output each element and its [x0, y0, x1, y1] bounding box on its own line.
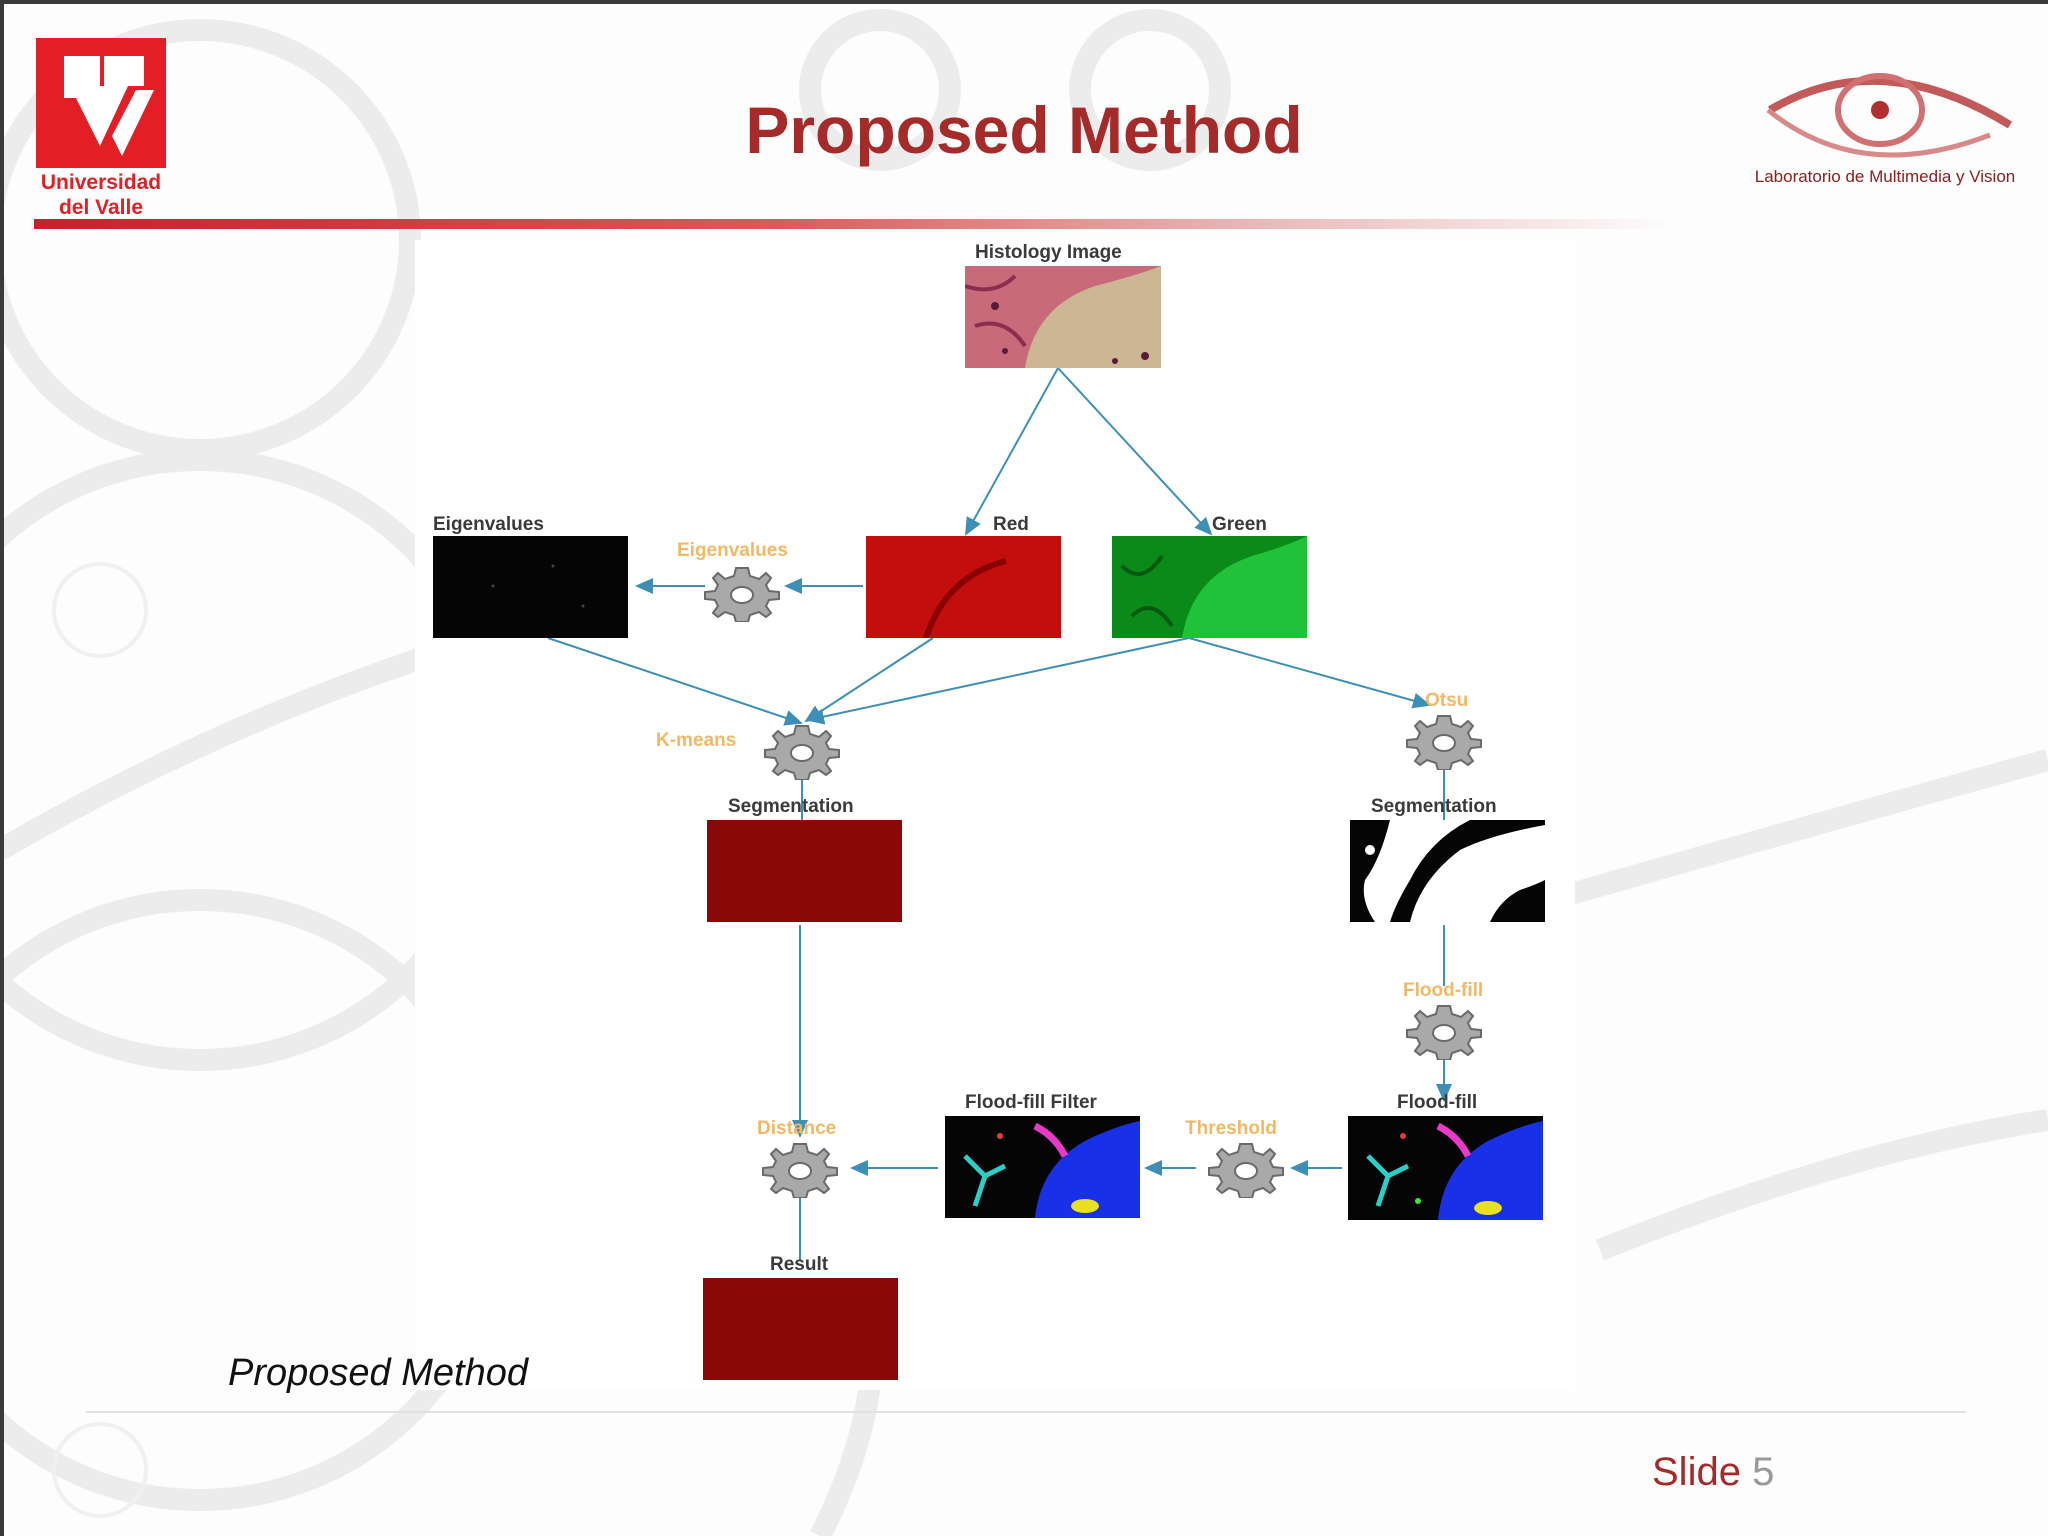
result-image: [703, 1278, 898, 1380]
eye-icon: [1766, 73, 2013, 158]
floodfill-image: [1348, 1116, 1543, 1220]
universidad-del-valle-logo: Universidad del Valle: [36, 38, 166, 221]
frame-left-border: [0, 0, 4, 1536]
label-histology-image: Histology Image: [975, 242, 1122, 263]
op-label-threshold: Threshold: [1185, 1118, 1277, 1139]
university-name-line2: del Valle: [58, 196, 144, 219]
op-label-floodfill: Flood-fill: [1403, 980, 1484, 1001]
slide-number: Slide 5: [1652, 1450, 1774, 1495]
frame-top-border: [0, 0, 2048, 4]
label-floodfill-filter: Flood-fill Filter: [965, 1092, 1097, 1113]
label-segmentation-left: Segmentation: [728, 796, 854, 817]
label-eigenvalues-image: Eigenvalues: [433, 514, 544, 535]
slide-title: Proposed Method: [745, 93, 1303, 167]
histology-image: [965, 266, 1161, 368]
title-divider: [34, 219, 1674, 229]
gear-icon: [1406, 715, 1482, 770]
op-label-distance: Distance: [757, 1118, 837, 1139]
emblem-icon: [64, 56, 154, 156]
label-segmentation-right: Segmentation: [1371, 796, 1497, 817]
kmeans-segmentation-image: [707, 820, 902, 922]
label-floodfill-image: Flood-fill: [1397, 1092, 1478, 1113]
op-label-kmeans: K-means: [656, 730, 737, 751]
gear-icon: [1208, 1143, 1284, 1198]
multimedia-lab-logo: Laboratorio de Multimedia y Vision: [1740, 55, 2030, 195]
gear-icon: [762, 1143, 838, 1198]
eigenvalues-image: [433, 536, 628, 638]
red-channel-image: [866, 536, 1061, 638]
floodfill-filter-image: [945, 1116, 1140, 1218]
gear-icon: [764, 725, 840, 780]
label-green: Green: [1212, 514, 1267, 535]
label-result: Result: [770, 1254, 829, 1275]
university-name-line1: Universidad: [40, 171, 162, 194]
op-label-otsu: Otsu: [1425, 690, 1469, 711]
op-label-eigenvalues: Eigenvalues: [677, 540, 788, 561]
label-red: Red: [993, 514, 1029, 535]
university-emblem: [36, 38, 166, 168]
slide-number-label: Slide: [1652, 1450, 1741, 1494]
method-flowchart: Histology Image Red Green Eigenvalues: [415, 240, 1575, 1390]
figure-caption: Proposed Method: [228, 1352, 528, 1394]
green-channel-image: [1112, 536, 1307, 638]
gear-icon: [704, 567, 780, 622]
gear-icon: [1406, 1005, 1482, 1060]
footer-divider: [86, 1411, 1966, 1413]
otsu-segmentation-image: [1350, 820, 1545, 922]
lab-name: Laboratorio de Multimedia y Vision: [1754, 167, 2016, 186]
slide-number-value: 5: [1752, 1450, 1775, 1494]
